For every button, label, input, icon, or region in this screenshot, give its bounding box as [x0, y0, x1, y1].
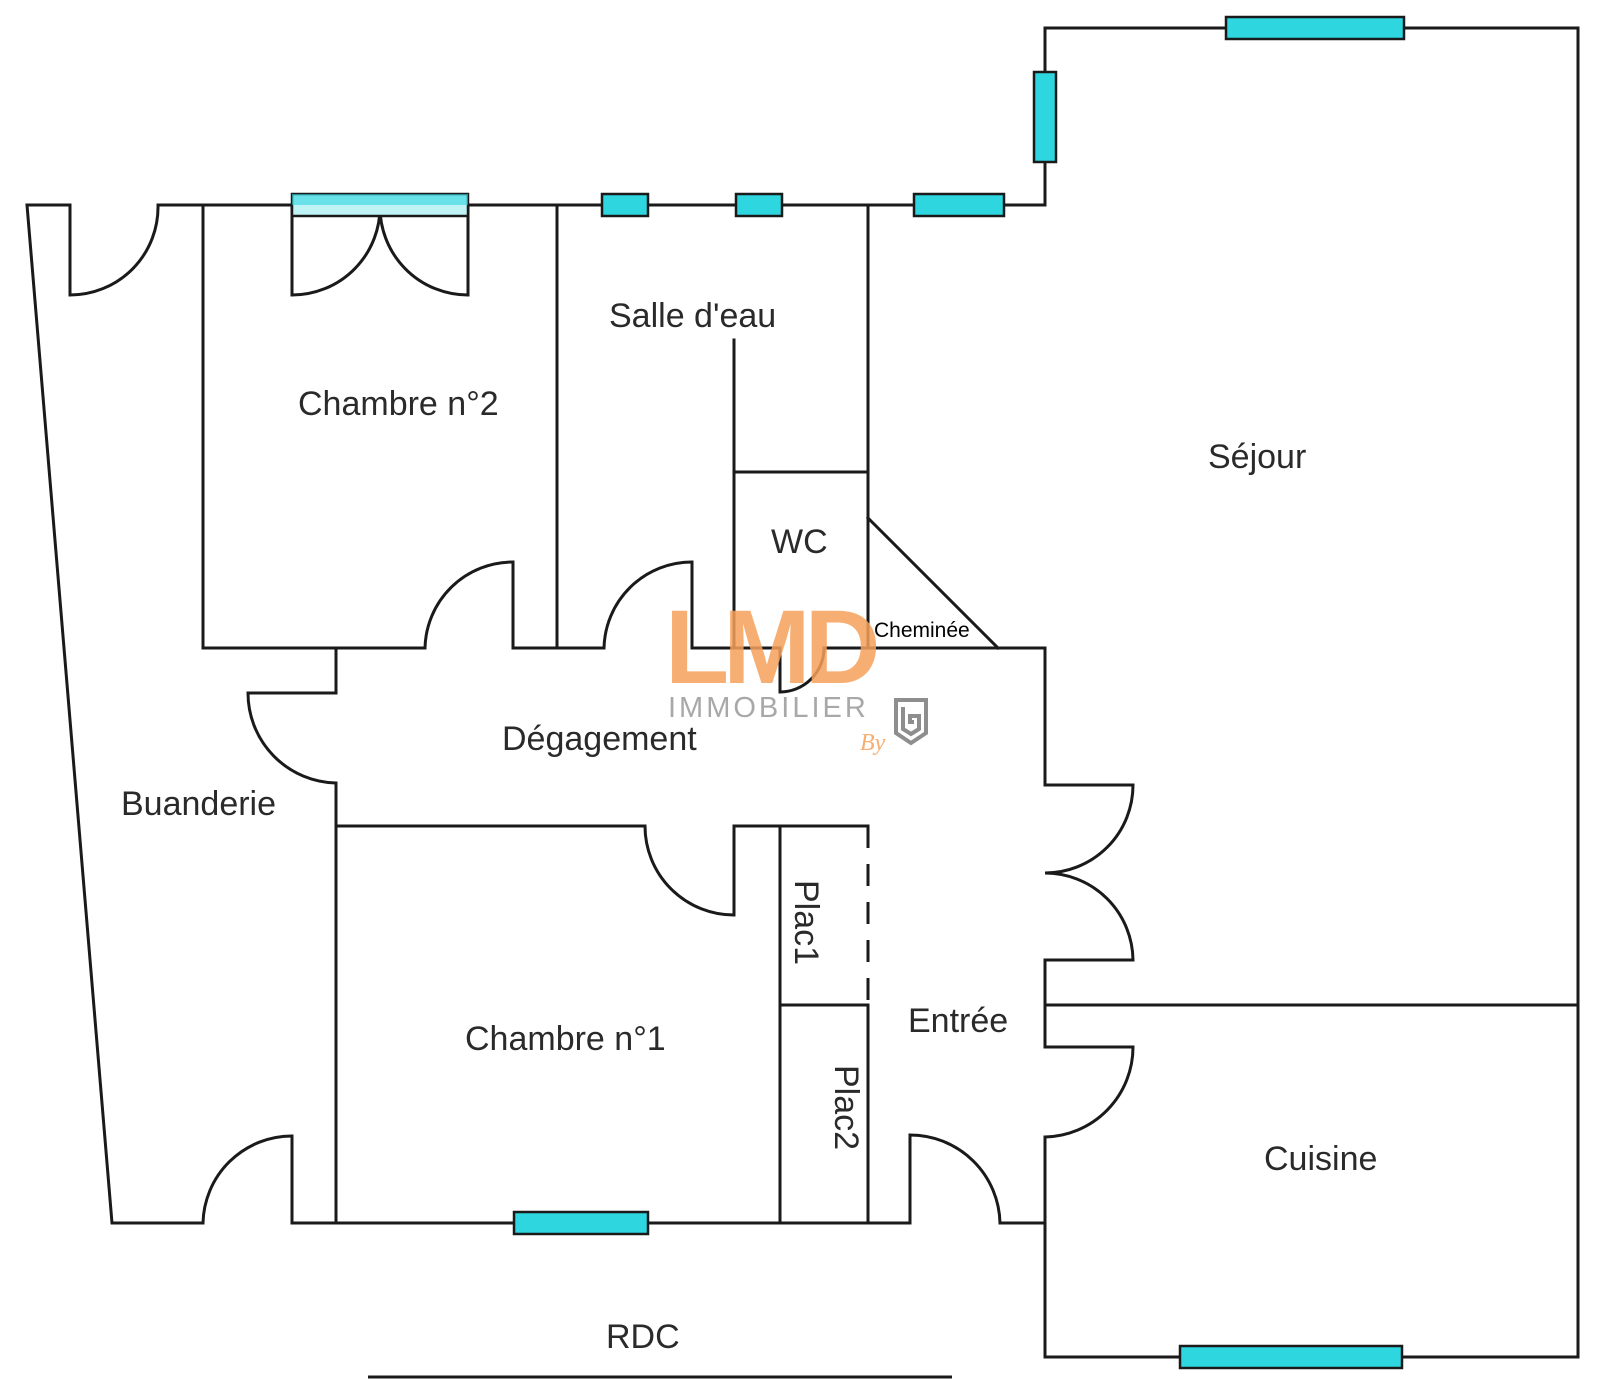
watermark-logo: LMD: [665, 589, 877, 706]
door-buanderie-bottom: [201, 1134, 293, 1224]
room-label-plac2: Plac2: [827, 1065, 865, 1150]
room-label-buanderie: Buanderie: [121, 785, 276, 823]
door-entree: [908, 1133, 1002, 1224]
door-wc: [778, 647, 826, 694]
door-sejour: [1044, 783, 1135, 962]
watermark-badge-icon: [894, 698, 928, 746]
room-label-wc: WC: [771, 523, 828, 561]
window-salle-eau-1: [600, 192, 650, 218]
watermark-subtitle: IMMOBILIER: [668, 692, 869, 724]
window-chambre1: [512, 1210, 650, 1236]
door-chambre2-french: [290, 204, 470, 297]
door-chambre2: [423, 560, 514, 649]
room-label-chambre2: Chambre n°2: [298, 385, 499, 423]
room-label-degagement: Dégagement: [502, 720, 697, 758]
door-chambre1: [643, 825, 735, 917]
room-label-entree: Entrée: [908, 1002, 1008, 1040]
watermark: LMD IMMOBILIER By: [665, 589, 928, 756]
window-sejour-top-left: [912, 192, 1006, 218]
room-label-sejour: Séjour: [1208, 438, 1306, 476]
windows: [290, 15, 1406, 1370]
doors: [68, 204, 1135, 1224]
room-label-cuisine: Cuisine: [1264, 1140, 1377, 1178]
window-sejour-top: [1224, 15, 1406, 41]
door-salle-eau: [602, 560, 693, 649]
room-label-cheminee: Cheminée: [874, 619, 970, 642]
door-buanderie: [246, 691, 337, 785]
window-cuisine: [1178, 1344, 1404, 1370]
door-buanderie-exterior: [68, 204, 160, 297]
level-label: RDC: [606, 1318, 680, 1356]
window-salle-eau-2: [734, 192, 784, 218]
window-sejour-side: [1032, 70, 1058, 164]
walls: [25, 26, 1580, 1359]
room-labels: Chambre n°2 Salle d'eau Séjour WC Chemin…: [121, 297, 1377, 1356]
room-label-chambre1: Chambre n°1: [465, 1020, 666, 1058]
watermark-by: By: [860, 730, 886, 756]
room-label-salle-eau: Salle d'eau: [609, 297, 776, 335]
room-label-plac1: Plac1: [787, 880, 825, 965]
window-chambre2-pane: [292, 194, 468, 205]
door-cuisine: [1044, 1045, 1135, 1139]
